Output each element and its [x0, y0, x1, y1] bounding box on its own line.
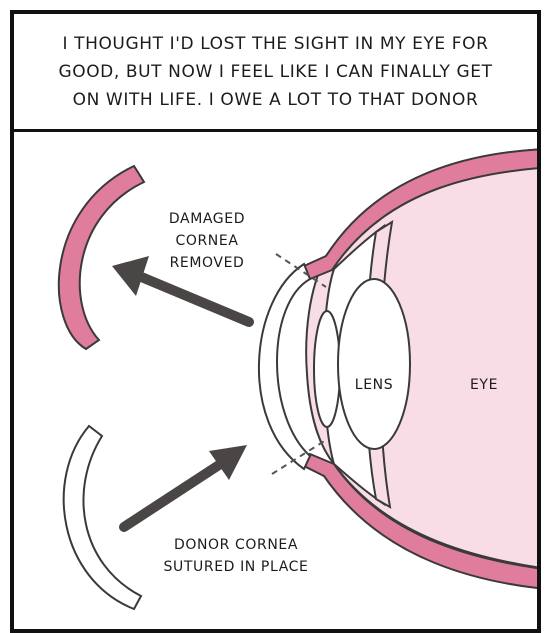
label-damaged-3: REMOVED: [170, 255, 245, 271]
label-donor-1: DONOR CORNEA: [174, 537, 298, 553]
label-damaged-2: CORNEA: [175, 233, 238, 249]
arrow-sutured: [124, 445, 247, 527]
lens-shape: [338, 279, 410, 449]
damaged-cornea: [59, 166, 144, 349]
iris: [314, 311, 340, 427]
comic-panel: I THOUGHT I'D LOST THE SIGHT IN MY EYE F…: [10, 10, 541, 633]
label-damaged-1: DAMAGED: [169, 211, 245, 227]
label-donor-2: SUTURED IN PLACE: [164, 559, 309, 575]
cornea-in-place: [259, 264, 310, 469]
cornea-transplant-diagram: DAMAGED CORNEA REMOVED DONOR CORNEA SUTU…: [10, 10, 541, 633]
label-lens: LENS: [355, 377, 393, 393]
label-eye: EYE: [470, 377, 498, 393]
